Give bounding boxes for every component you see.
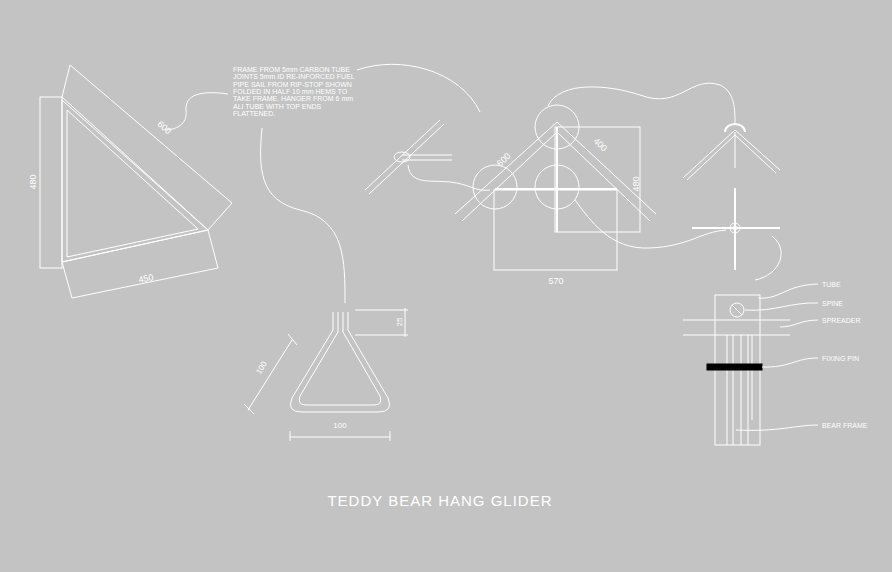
dimension: 570	[548, 277, 563, 286]
dimension: 400	[591, 137, 608, 154]
dimension: 480	[29, 174, 38, 189]
dimension: 100	[333, 422, 346, 430]
part-label: TUBE	[822, 281, 841, 288]
part-label: FIXING PIN	[822, 355, 859, 362]
construction-note: FRAME FROM 5mm CARBON TUBE JOINTS 5mm ID…	[233, 66, 361, 117]
part-label: SPINE	[822, 300, 843, 307]
dimension: 450	[138, 273, 155, 285]
drawing-title: TEDDY BEAR HANG GLIDER	[327, 493, 552, 508]
dimension: 25	[396, 318, 404, 327]
part-label: SPREADER	[822, 317, 861, 324]
dimension: 480	[632, 176, 641, 191]
dimension: 100	[255, 360, 269, 376]
dimension: 600	[495, 152, 512, 169]
dimension: 600	[155, 120, 172, 137]
part-label: BEAR FRAME	[822, 422, 868, 429]
